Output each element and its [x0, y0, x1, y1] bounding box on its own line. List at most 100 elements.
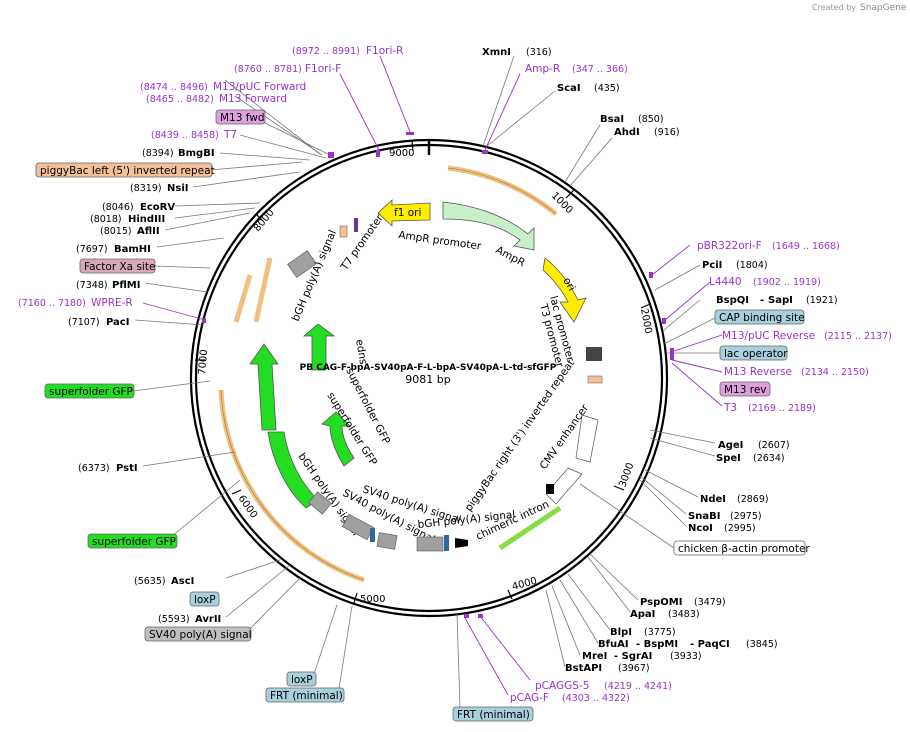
enzyme-paci-pos: (7107) [68, 317, 100, 328]
primer-wpre-r-pos: (7160 .. 7180) [18, 298, 86, 309]
enzyme-pspomi: PspOMI [640, 597, 682, 608]
enzyme-spei: SpeI [716, 453, 741, 464]
orange-arc-small-2 [253, 257, 273, 323]
enzyme-ahdi: AhdI [614, 127, 640, 138]
boxed-feature-sfgfp-1-label: superfolder GFP [49, 386, 133, 398]
boxed-feature-sfgfp-1: superfolder GFP [44, 383, 135, 399]
enzyme-ncoi-pos: (2995) [724, 523, 756, 534]
boxed-feature-loxp-1-label: loxP [194, 594, 216, 606]
enzyme-pcii-pos: (1804) [736, 260, 768, 271]
snapgene-brand: SnapGene [860, 3, 907, 13]
primer-f1ori-r-pos: (8972 .. 8991) [292, 46, 360, 57]
primer-lines [142, 55, 723, 696]
sfgfp-arrow-1 [249, 343, 279, 431]
primer-t7: T7 [223, 129, 237, 141]
enzyme-ecorv-pos: (8046) [102, 202, 134, 213]
boxed-feature-sfgfp-2: superfolder GFP [87, 533, 178, 549]
enzyme-mrei: MreI [582, 651, 607, 662]
enzyme-aflii-pos: (8015) [100, 226, 132, 237]
enzyme-bamhi-pos: (7697) [76, 244, 108, 255]
ampr-arrow [442, 201, 535, 251]
sv40-polya-box-1 [341, 513, 375, 541]
primer-pcaggs5-pos: (4219 .. 4241) [604, 681, 672, 692]
enzyme-agei: AgeI [718, 440, 743, 451]
orange-arc-left-outline [220, 389, 365, 581]
enzyme-bstapi: BstAPI [565, 663, 602, 674]
enzyme-bstapi-pos: (3967) [618, 663, 650, 674]
boxed-feature-m13-fwd-label: M13 fwd [220, 112, 265, 124]
primer-t3: T3 [723, 402, 737, 414]
primer-f1ori-f: F1ori-F [305, 63, 341, 75]
enzyme-ndei-pos: (2869) [737, 494, 769, 505]
primer-wpre-r: WPRE-R [91, 297, 133, 309]
primer-m13-fwd-pos: (8465 .. 8482) [146, 94, 214, 105]
sfgfp-partial-label: edns [353, 338, 369, 365]
bgh-polya-box-2 [308, 491, 332, 515]
callout-lines [132, 55, 720, 709]
bgh-polya-box-1 [287, 250, 317, 278]
enzyme-xmni-pos: (316) [526, 47, 552, 58]
primer-pbr322ori-f-pos: (1649 .. 1668) [772, 241, 840, 252]
primer-t3-pos: (2169 .. 2189) [748, 403, 816, 414]
boxed-feature-loxp-2-label: loxP [291, 674, 313, 686]
enzyme-sapi: SapI [768, 295, 793, 306]
enzyme-mrei-pos: (3933) [670, 651, 702, 662]
tick-5000: 5000 [360, 594, 385, 605]
primer-m13puc-rev-pos: (2115 .. 2137) [824, 331, 892, 342]
enzyme-ecorv: EcoRV [140, 202, 175, 213]
cap-lac-block [586, 347, 602, 361]
enzyme-pflmi: PflMI [112, 280, 140, 291]
boxed-feature-cap-site-label: CAP binding site [719, 312, 805, 324]
plasmid-size: 9081 bp [405, 373, 450, 386]
orange-arc-small-1 [233, 274, 253, 323]
boxed-feature-m13-rev: M13 rev [719, 381, 771, 397]
primer-pbr322ori-f: pBR322ori-F [697, 240, 762, 252]
f1-ori-arrow [377, 199, 431, 227]
enzyme-bspqi-pos: (1921) [806, 295, 838, 306]
boxed-feature-m13-rev-label: M13 rev [724, 384, 767, 396]
plasmid-name: PB CAG-F-bpA-SV40pA-F-L-bpA-SV40pA-L-td-… [300, 363, 557, 373]
enzyme-bspqi: BspQI [716, 295, 749, 306]
boxed-feature-sv40-polya-label: SV40 poly(A) signal [149, 629, 252, 641]
ori-label: ori [560, 276, 577, 294]
created-by-text: Created by [812, 3, 856, 12]
primer-m13-fwd: M13 Forward [219, 93, 287, 105]
enzyme-avrii-pos: (5593) [158, 614, 190, 625]
loxp-small-2 [444, 535, 449, 551]
boxed-feature-factor-xa-label: Factor Xa site [84, 261, 155, 273]
enzyme-paqci: - PaqCI [690, 639, 730, 650]
enzyme-paci: PacI [106, 317, 129, 328]
boxed-feature-loxp-2: loxP [286, 671, 317, 687]
boxed-feature-m13-fwd: M13 fwd [215, 109, 266, 125]
enzyme-bmgbi-pos: (8394) [142, 148, 174, 159]
tick-8000: 8000 [252, 207, 277, 234]
boxed-feature-frt-1-label: FRT (minimal) [270, 690, 343, 702]
enzyme-bspmi: - BspMI [636, 639, 678, 650]
primer-amp-r: Amp-R [525, 63, 560, 75]
boxed-feature-frt-2-label: FRT (minimal) [457, 709, 530, 721]
boxed-feature-lac-operator: lac operator [719, 345, 788, 361]
enzyme-ncoi: NcoI [688, 523, 713, 534]
sfgfp-arrow-3 [302, 323, 336, 371]
enzyme-snabi: SnaBI [688, 511, 720, 522]
enzyme-pcii: PciI [702, 260, 722, 271]
enzyme-pspomi-pos: (3479) [694, 597, 726, 608]
enzyme-blpi-pos: (3775) [644, 627, 676, 638]
enzyme-spei-pos: (2634) [753, 453, 785, 464]
primer-m13puc-fwd: M13/pUC Forward [213, 81, 306, 93]
enzyme-bsai-pos: (850) [638, 114, 664, 125]
primer-l4440-pos: (1902 .. 1919) [753, 277, 821, 288]
enzyme-agei-pos: (2607) [758, 440, 790, 451]
enzyme-ahdi-pos: (916) [654, 127, 680, 138]
bgh-polya-box-3 [416, 536, 444, 552]
enzyme-nsii-pos: (8319) [130, 183, 162, 194]
ori-arrow [542, 257, 587, 323]
tick-2000: 2000 [638, 308, 653, 335]
primer-f1ori-f-pos: (8760 .. 8781) [234, 64, 302, 75]
enzyme-asci: AscI [171, 576, 194, 587]
enzyme-hindiii-pos: (8018) [90, 214, 122, 225]
enzyme-aflii: AflII [137, 226, 160, 237]
enzyme-nsii: NsiI [167, 183, 188, 194]
ampr-promoter-label: AmpR promoter [398, 229, 483, 253]
